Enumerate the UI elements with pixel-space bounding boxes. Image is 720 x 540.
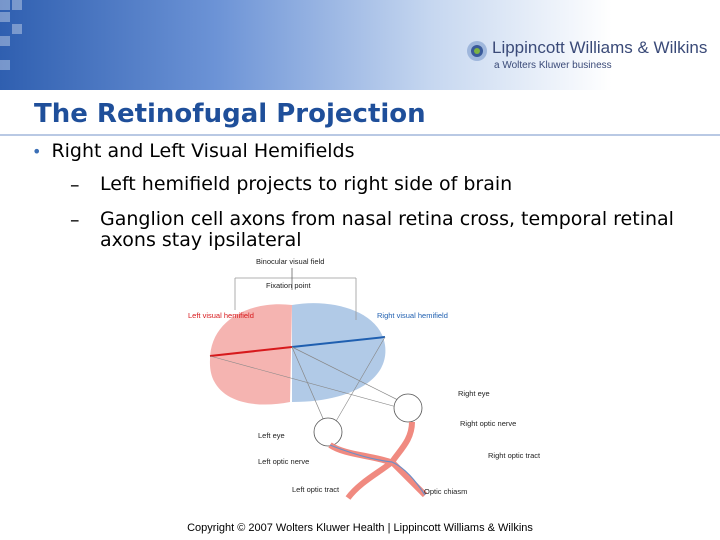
label-right-optic-tract: Right optic tract [488,451,540,460]
binocular-field-outline [234,278,357,320]
dash-icon: – [70,209,80,231]
bullet-icon: • [32,142,42,161]
right-visual-hemifield [292,303,386,402]
subbullet-2-text: Ganglion cell axons from nasal retina cr… [100,208,674,251]
logo-name: Lippincott Williams & Wilkins [492,38,708,57]
slide-title: The Retinofugal Projection [34,99,426,129]
label-left-optic-nerve: Left optic nerve [258,457,309,466]
title-divider [0,134,720,136]
label-left-optic-tract: Left optic tract [292,485,340,494]
label-right-eye: Right eye [458,389,490,398]
right-eye-globe [393,393,423,423]
left-visual-hemifield [209,304,292,405]
lww-logo-icon [467,41,487,61]
dash-icon: – [70,174,80,196]
copyright-footer: Copyright © 2007 Wolters Kluwer Health |… [187,522,533,534]
retinofugal-diagram: Binocular visual field Fixation point Le… [188,257,540,500]
right-field-ray [291,336,386,348]
left-optic-tract [345,459,394,500]
label-optic-chiasm: Optic chiasm [424,487,467,496]
left-field-ray [209,346,293,357]
logo-subtitle: a Wolters Kluwer business [494,60,612,71]
label-right-hemifield: Right visual hemifield [377,311,448,320]
header-band [0,0,720,90]
left-optic-nerve [328,442,391,465]
subbullet-1-text: Left hemifield projects to right side of… [100,173,513,195]
label-binocular: Binocular visual field [256,257,324,266]
right-optic-nerve [389,421,415,464]
bullet-text: Right and Left Visual Hemifields [51,140,355,162]
label-fixation: Fixation point [266,281,312,290]
bullet-main: • Right and Left Visual Hemifields [32,140,355,162]
label-left-hemifield: Left visual hemifield [188,311,254,320]
left-eye-globe [313,417,343,447]
label-left-eye: Left eye [258,431,285,440]
publisher-logo: Lippincott Williams & Wilkins a Wolters … [466,38,708,78]
right-optic-tract [389,459,428,498]
label-right-optic-nerve: Right optic nerve [460,419,516,428]
